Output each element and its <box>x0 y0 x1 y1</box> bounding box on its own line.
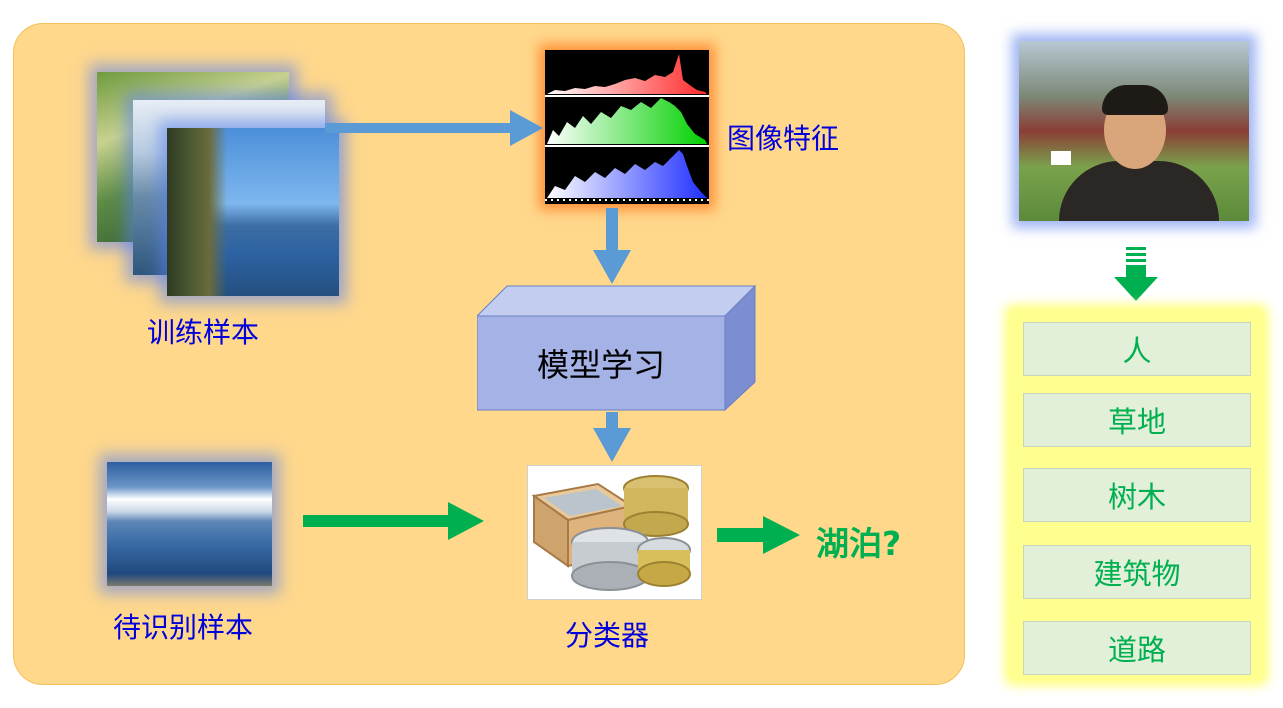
arrow-test-to-classifier <box>303 502 484 540</box>
test-image-lake <box>107 462 272 586</box>
model-learning-box <box>475 284 757 412</box>
image-features-label: 图像特征 <box>727 122 840 155</box>
arrow-person-to-categories <box>1114 265 1158 301</box>
training-image-lake-tree <box>167 128 339 296</box>
arrow-train-to-features <box>325 110 543 146</box>
test-sample-label: 待识别样本 <box>113 611 254 644</box>
model-learning-label: 模型学习 <box>536 346 665 384</box>
feature-histogram-image <box>545 50 709 204</box>
arrow-features-to-model <box>593 208 631 284</box>
category-trees: 树木 <box>1023 468 1251 522</box>
arrow-classifier-to-result <box>717 516 800 554</box>
classifier-sieve-image <box>527 465 702 600</box>
category-buildings: 建筑物 <box>1023 545 1251 599</box>
category-grassland: 草地 <box>1023 393 1251 447</box>
category-roads: 道路 <box>1023 621 1251 675</box>
category-person: 人 <box>1023 322 1251 376</box>
arrow-model-to-classifier <box>593 412 631 462</box>
training-samples-label: 训练样本 <box>147 316 260 349</box>
person-photo <box>1019 41 1249 221</box>
result-label: 湖泊? <box>816 524 902 563</box>
classifier-label: 分类器 <box>565 619 650 652</box>
